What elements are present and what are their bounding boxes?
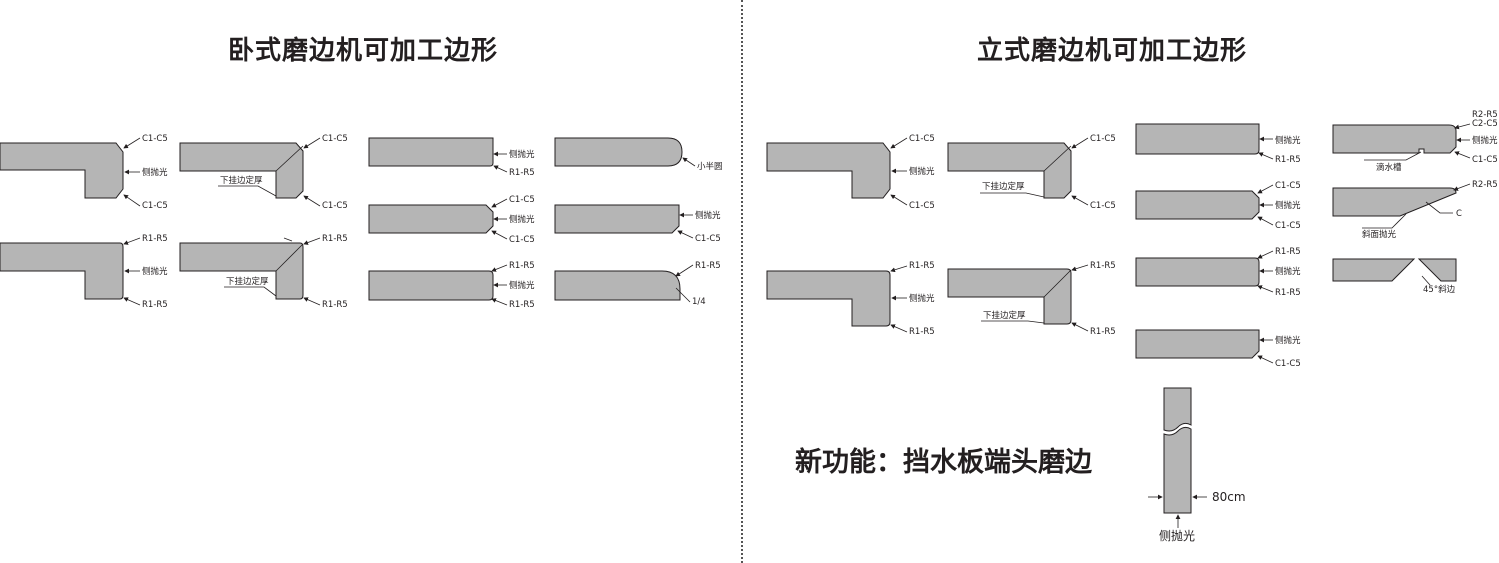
left-profile-mitre-chamfer: C1-C5 下挂边定厚 C1-C5 — [179, 134, 348, 211]
label: R1-R5 — [1275, 247, 1301, 257]
label: 侧抛光 — [909, 166, 935, 177]
label: R1-R5 — [909, 327, 935, 337]
label: R1-R5 — [695, 261, 721, 271]
right-profile-mitre-round: R1-R5 下挂边定厚 R1-R5 — [947, 261, 1116, 337]
right-profile-bevel-polish: R2-R5 C 斜面抛光 — [1332, 180, 1498, 240]
label: 侧抛光 — [142, 266, 168, 277]
splashboard-end-diagram: 80cm 侧抛光 — [1148, 387, 1246, 543]
label: 侧抛光 — [509, 214, 535, 225]
label: 下挂边定厚 — [226, 276, 269, 287]
right-profile-mitre-chamfer: C1-C5 下挂边定厚 C1-C5 — [947, 134, 1116, 211]
label: C1-C5 — [1090, 134, 1116, 144]
label: R2-R5 — [1472, 180, 1498, 190]
polish-label: 侧抛光 — [1159, 528, 1195, 543]
label: R1-R5 — [909, 261, 935, 271]
feature-title: 新功能：挡水板端头磨边 — [795, 447, 1092, 478]
label: 侧抛光 — [695, 210, 721, 221]
label: 下挂边定厚 — [983, 310, 1026, 321]
label: 侧抛光 — [1472, 135, 1498, 146]
label: C1-C5 — [909, 201, 935, 211]
label: R1-R5 — [1275, 288, 1301, 298]
label: 侧抛光 — [509, 149, 535, 160]
label: R1-R5 — [1275, 155, 1301, 165]
label: R1-R5 — [322, 300, 348, 310]
left-profile-chamfer-drop: C1-C5 侧抛光 C1-C5 — [0, 134, 168, 211]
label: 小半圆 — [697, 161, 723, 172]
label: 滴水槽 — [1376, 162, 1402, 173]
label: R1-R5 — [142, 300, 168, 310]
left-section-title: 卧式磨边机可加工边形 — [228, 36, 499, 66]
label: 1/4 — [692, 297, 706, 307]
section-divider — [741, 0, 743, 563]
label: 侧抛光 — [909, 293, 935, 304]
label: C1-C5 — [509, 195, 535, 205]
left-profile-half-round: 小半圆 — [554, 137, 723, 172]
label: C1-C5 — [509, 235, 535, 245]
label: C1-C5 — [1472, 155, 1498, 165]
label: R1-R5 — [509, 261, 535, 271]
label: C2-C5 — [1472, 119, 1498, 129]
left-profile-quarter-round: R1-R5 1/4 — [554, 261, 721, 307]
right-profile-flat-polish: 侧抛光 R1-R5 — [1135, 123, 1301, 165]
left-profile-mitre-round: R1-R5 下挂边定厚 R1-R5 — [179, 234, 348, 310]
label: 45°斜边 — [1423, 284, 1456, 295]
label: R1-R5 — [142, 234, 168, 244]
label: R1-R5 — [1090, 261, 1116, 271]
left-profile-flat-chamfer: 侧抛光 C1-C5 — [554, 204, 721, 244]
label: 斜面抛光 — [1362, 229, 1397, 240]
right-section-title: 立式磨边机可加工边形 — [977, 36, 1248, 66]
label: 下挂边定厚 — [220, 175, 263, 186]
label: C — [1456, 209, 1462, 219]
label: C1-C5 — [909, 134, 935, 144]
label: 侧抛光 — [1275, 335, 1301, 346]
left-profile-double-round: R1-R5 侧抛光 R1-R5 — [368, 261, 535, 310]
label: 侧抛光 — [142, 167, 168, 178]
label: R1-R5 — [322, 234, 348, 244]
label: R1-R5 — [1090, 327, 1116, 337]
label: R1-R5 — [509, 300, 535, 310]
label: R1-R5 — [509, 168, 535, 178]
label: 侧抛光 — [509, 280, 535, 291]
label: C1-C5 — [322, 201, 348, 211]
label: C1-C5 — [1090, 201, 1116, 211]
label: R2-R5 — [1472, 110, 1498, 120]
label: C1-C5 — [695, 234, 721, 244]
width-label: 80cm — [1212, 490, 1246, 504]
right-profile-round-drop: R1-R5 侧抛光 R1-R5 — [766, 261, 935, 337]
label: C1-C5 — [1275, 181, 1301, 191]
right-profile-flat-chamfer: 侧抛光 C1-C5 — [1135, 329, 1301, 369]
label: 侧抛光 — [1275, 200, 1301, 211]
label: C1-C5 — [1275, 359, 1301, 369]
label: 侧抛光 — [1275, 266, 1301, 277]
label: C1-C5 — [322, 134, 348, 144]
label: C1-C5 — [1275, 221, 1301, 231]
label: C1-C5 — [142, 201, 168, 211]
left-profile-double-chamfer: C1-C5 侧抛光 C1-C5 — [368, 195, 535, 245]
right-profile-drip-groove: R2-R5 C2-C5 侧抛光 C1-C5 滴水槽 — [1332, 110, 1498, 173]
right-profile-double-chamfer: C1-C5 侧抛光 C1-C5 — [1135, 181, 1301, 231]
right-profile-45-bevel: 45°斜边 — [1332, 258, 1457, 295]
label: C1-C5 — [142, 134, 168, 144]
right-profile-double-round: R1-R5 侧抛光 R1-R5 — [1135, 247, 1301, 298]
left-profile-round-drop: R1-R5 侧抛光 R1-R5 — [0, 234, 168, 310]
left-profile-flat-polish: 侧抛光 R1-R5 — [368, 137, 535, 178]
right-profile-chamfer-drop: C1-C5 侧抛光 C1-C5 — [766, 134, 935, 211]
label: 下挂边定厚 — [982, 181, 1025, 192]
label: 侧抛光 — [1275, 135, 1301, 146]
